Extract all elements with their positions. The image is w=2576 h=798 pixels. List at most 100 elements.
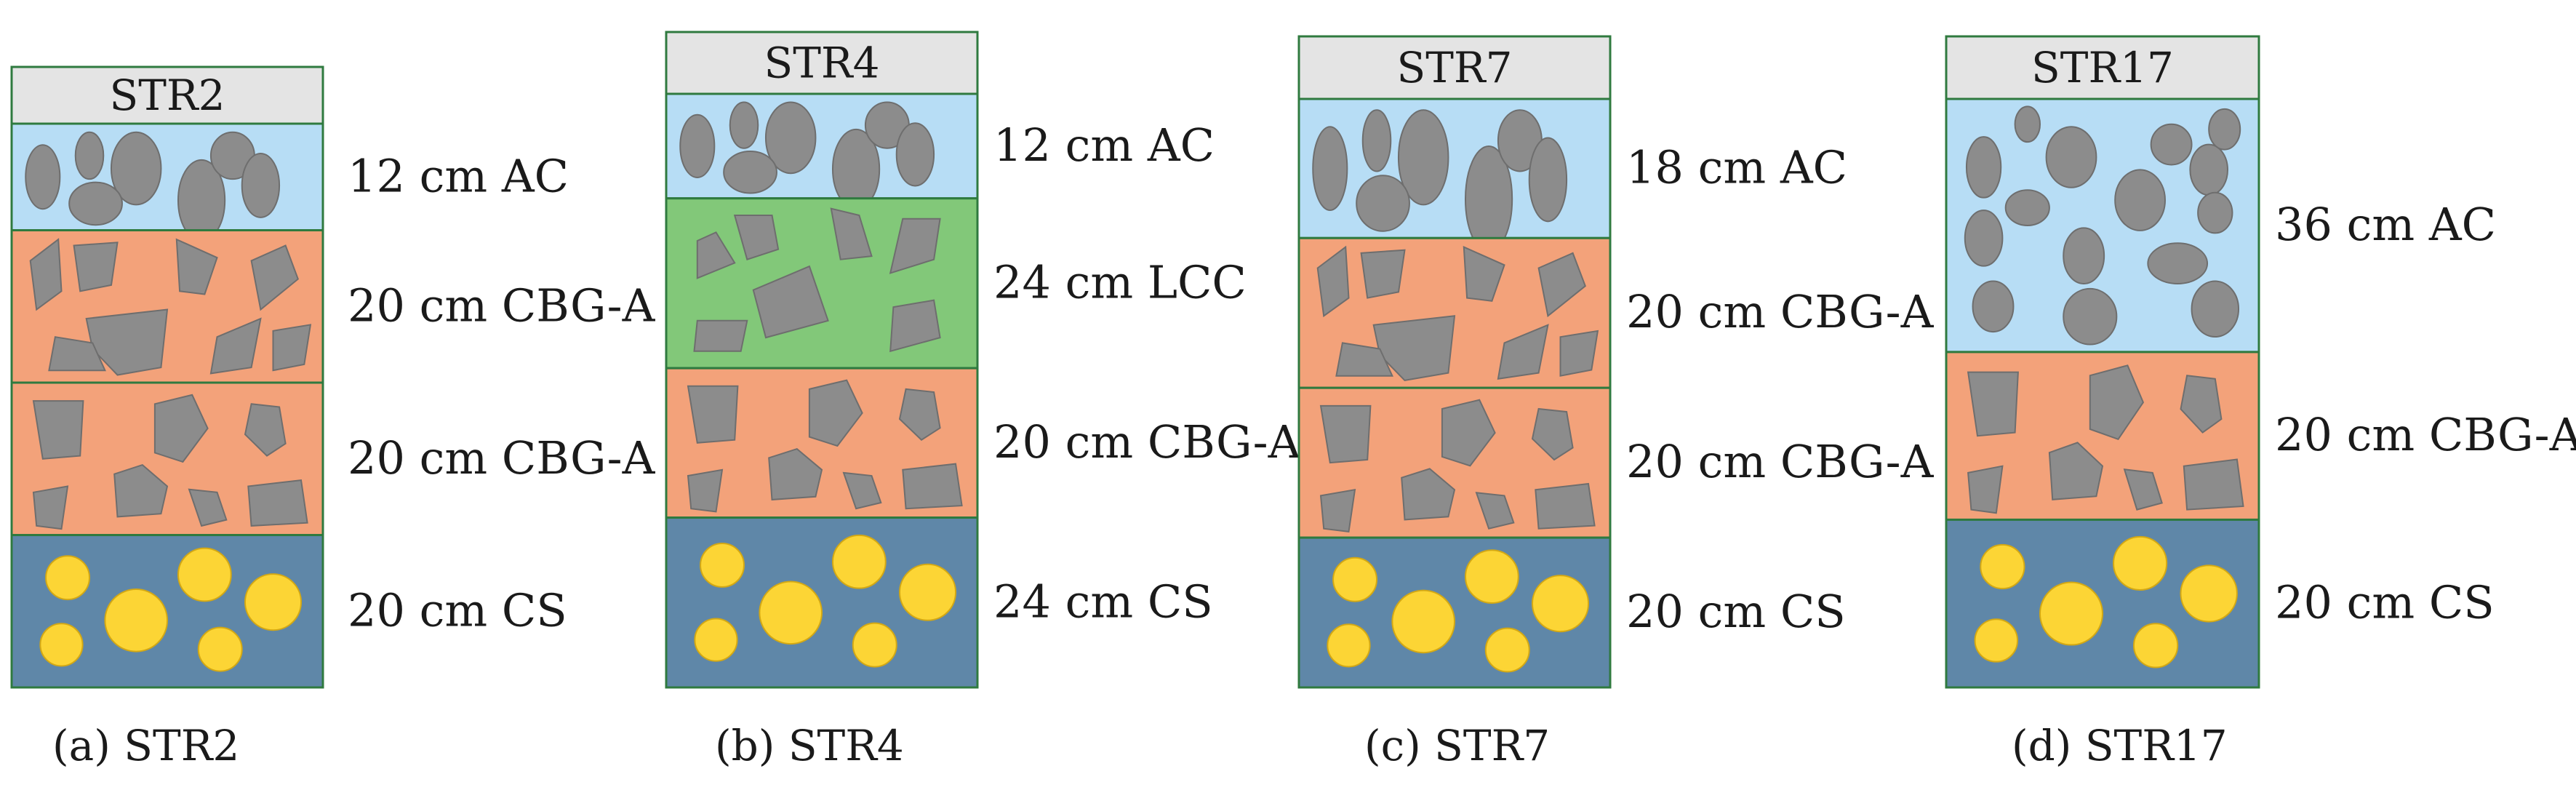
layer-label: 18 cm AC	[1626, 141, 1847, 194]
aggregate-stone	[241, 153, 281, 218]
aggregate-stone	[110, 131, 162, 206]
sand-pebble	[104, 588, 168, 653]
layer-label: 12 cm AC	[348, 149, 569, 202]
angular-aggregate	[1463, 246, 1505, 302]
angular-aggregate	[2048, 442, 2104, 500]
layer-texture	[1316, 245, 1599, 381]
layer-texture	[693, 207, 941, 353]
sand-pebble	[899, 563, 957, 621]
angular-aggregate	[2180, 375, 2223, 434]
angular-aggregate	[209, 317, 262, 375]
sand-pebble	[1532, 575, 1590, 633]
sand-pebble	[244, 573, 303, 631]
angular-aggregate	[1967, 371, 2019, 437]
angular-aggregate	[250, 244, 299, 311]
angular-aggregate	[153, 394, 209, 463]
layer-texture	[39, 547, 303, 672]
aggregate-stone	[2197, 191, 2233, 234]
angular-aggregate	[808, 379, 863, 447]
aggregate-stone	[74, 131, 105, 180]
aggregate-stone	[2063, 227, 2105, 284]
layer-texture	[1319, 399, 1596, 533]
layer-texture	[1964, 105, 2241, 346]
angular-aggregate	[188, 488, 228, 527]
aggregate-stone	[2189, 143, 2228, 196]
aggregate-stone	[1312, 126, 1348, 212]
sand-pebble	[1974, 618, 2019, 663]
layer-texture	[1327, 549, 1590, 673]
aggregate-stone	[895, 122, 935, 187]
sand-pebble	[2180, 564, 2238, 623]
angular-aggregate	[1537, 252, 1586, 318]
sand-pebble	[197, 626, 243, 672]
panel-header-label: STR17	[2031, 43, 2174, 92]
panel-header-label: STR4	[764, 39, 880, 88]
angular-aggregate	[1559, 330, 1599, 377]
panel-header	[665, 31, 979, 95]
aggregate-stone	[2147, 242, 2209, 284]
layer-texture	[25, 131, 281, 242]
aggregate-stone	[1361, 109, 1392, 172]
aggregate-stone	[2063, 287, 2118, 346]
panel-caption: (a) STR2	[52, 721, 239, 770]
panel-caption: (c) STR7	[1364, 721, 1550, 770]
aggregate-stone	[1972, 280, 2015, 333]
aggregate-stone	[2014, 105, 2041, 143]
angular-aggregate	[1319, 488, 1356, 533]
angular-aggregate	[244, 403, 287, 457]
panel-header	[1297, 35, 1612, 100]
layer-label: 20 cm CS	[348, 583, 567, 637]
panel-header-label: STR7	[1397, 43, 1513, 92]
aggregate-stone	[1528, 137, 1568, 223]
angular-aggregate	[175, 238, 218, 295]
layer-texture	[32, 394, 308, 530]
panel-header-label: STR2	[110, 71, 225, 120]
panel-header	[1945, 35, 2260, 100]
angular-aggregate	[1967, 465, 2004, 514]
aggregate-stone	[1964, 210, 2004, 267]
layer-label: 20 cm CBG-A	[2275, 408, 2576, 461]
aggregate-stone	[723, 151, 777, 194]
sand-pebble	[1332, 556, 1378, 602]
angular-aggregate	[48, 336, 106, 372]
layer-label: 24 cm CS	[993, 575, 1213, 628]
layer-texture	[1967, 364, 2244, 514]
angular-aggregate	[272, 324, 312, 372]
layer-label: 20 cm CBG-A	[1626, 285, 1935, 338]
angular-aggregate	[1535, 482, 1596, 530]
sand-pebble	[831, 534, 887, 589]
angular-aggregate	[693, 319, 748, 352]
sand-pebble	[2039, 581, 2103, 646]
sand-pebble	[1484, 627, 1530, 673]
aggregate-stone	[2045, 126, 2097, 188]
angular-aggregate	[1335, 342, 1393, 377]
aggregate-stone	[729, 101, 759, 149]
layer-label: 12 cm AC	[993, 119, 1215, 172]
layer-label: 20 cm CBG-A	[348, 279, 656, 332]
aggregate-stone	[68, 181, 123, 226]
angular-aggregate	[247, 479, 308, 527]
angular-aggregate	[898, 388, 941, 441]
angular-aggregate	[113, 463, 169, 518]
aggregate-stone	[2208, 108, 2241, 151]
angular-aggregate	[733, 215, 780, 260]
sand-pebble	[39, 623, 84, 667]
layer-label: 20 cm CS	[2275, 576, 2495, 629]
aggregate-stone	[25, 144, 61, 210]
sand-pebble	[2113, 535, 2168, 591]
sand-pebble	[1980, 543, 2025, 590]
angular-aggregate	[2089, 364, 2145, 441]
angular-aggregate	[1360, 249, 1406, 299]
angular-aggregate	[1316, 245, 1350, 318]
angular-aggregate	[752, 265, 829, 339]
sand-pebble	[177, 547, 232, 602]
sand-pebble	[1327, 623, 1371, 668]
aggregate-stone	[1965, 136, 2002, 199]
aggregate-stone	[679, 113, 716, 178]
aggregate-stone	[1356, 175, 1410, 232]
